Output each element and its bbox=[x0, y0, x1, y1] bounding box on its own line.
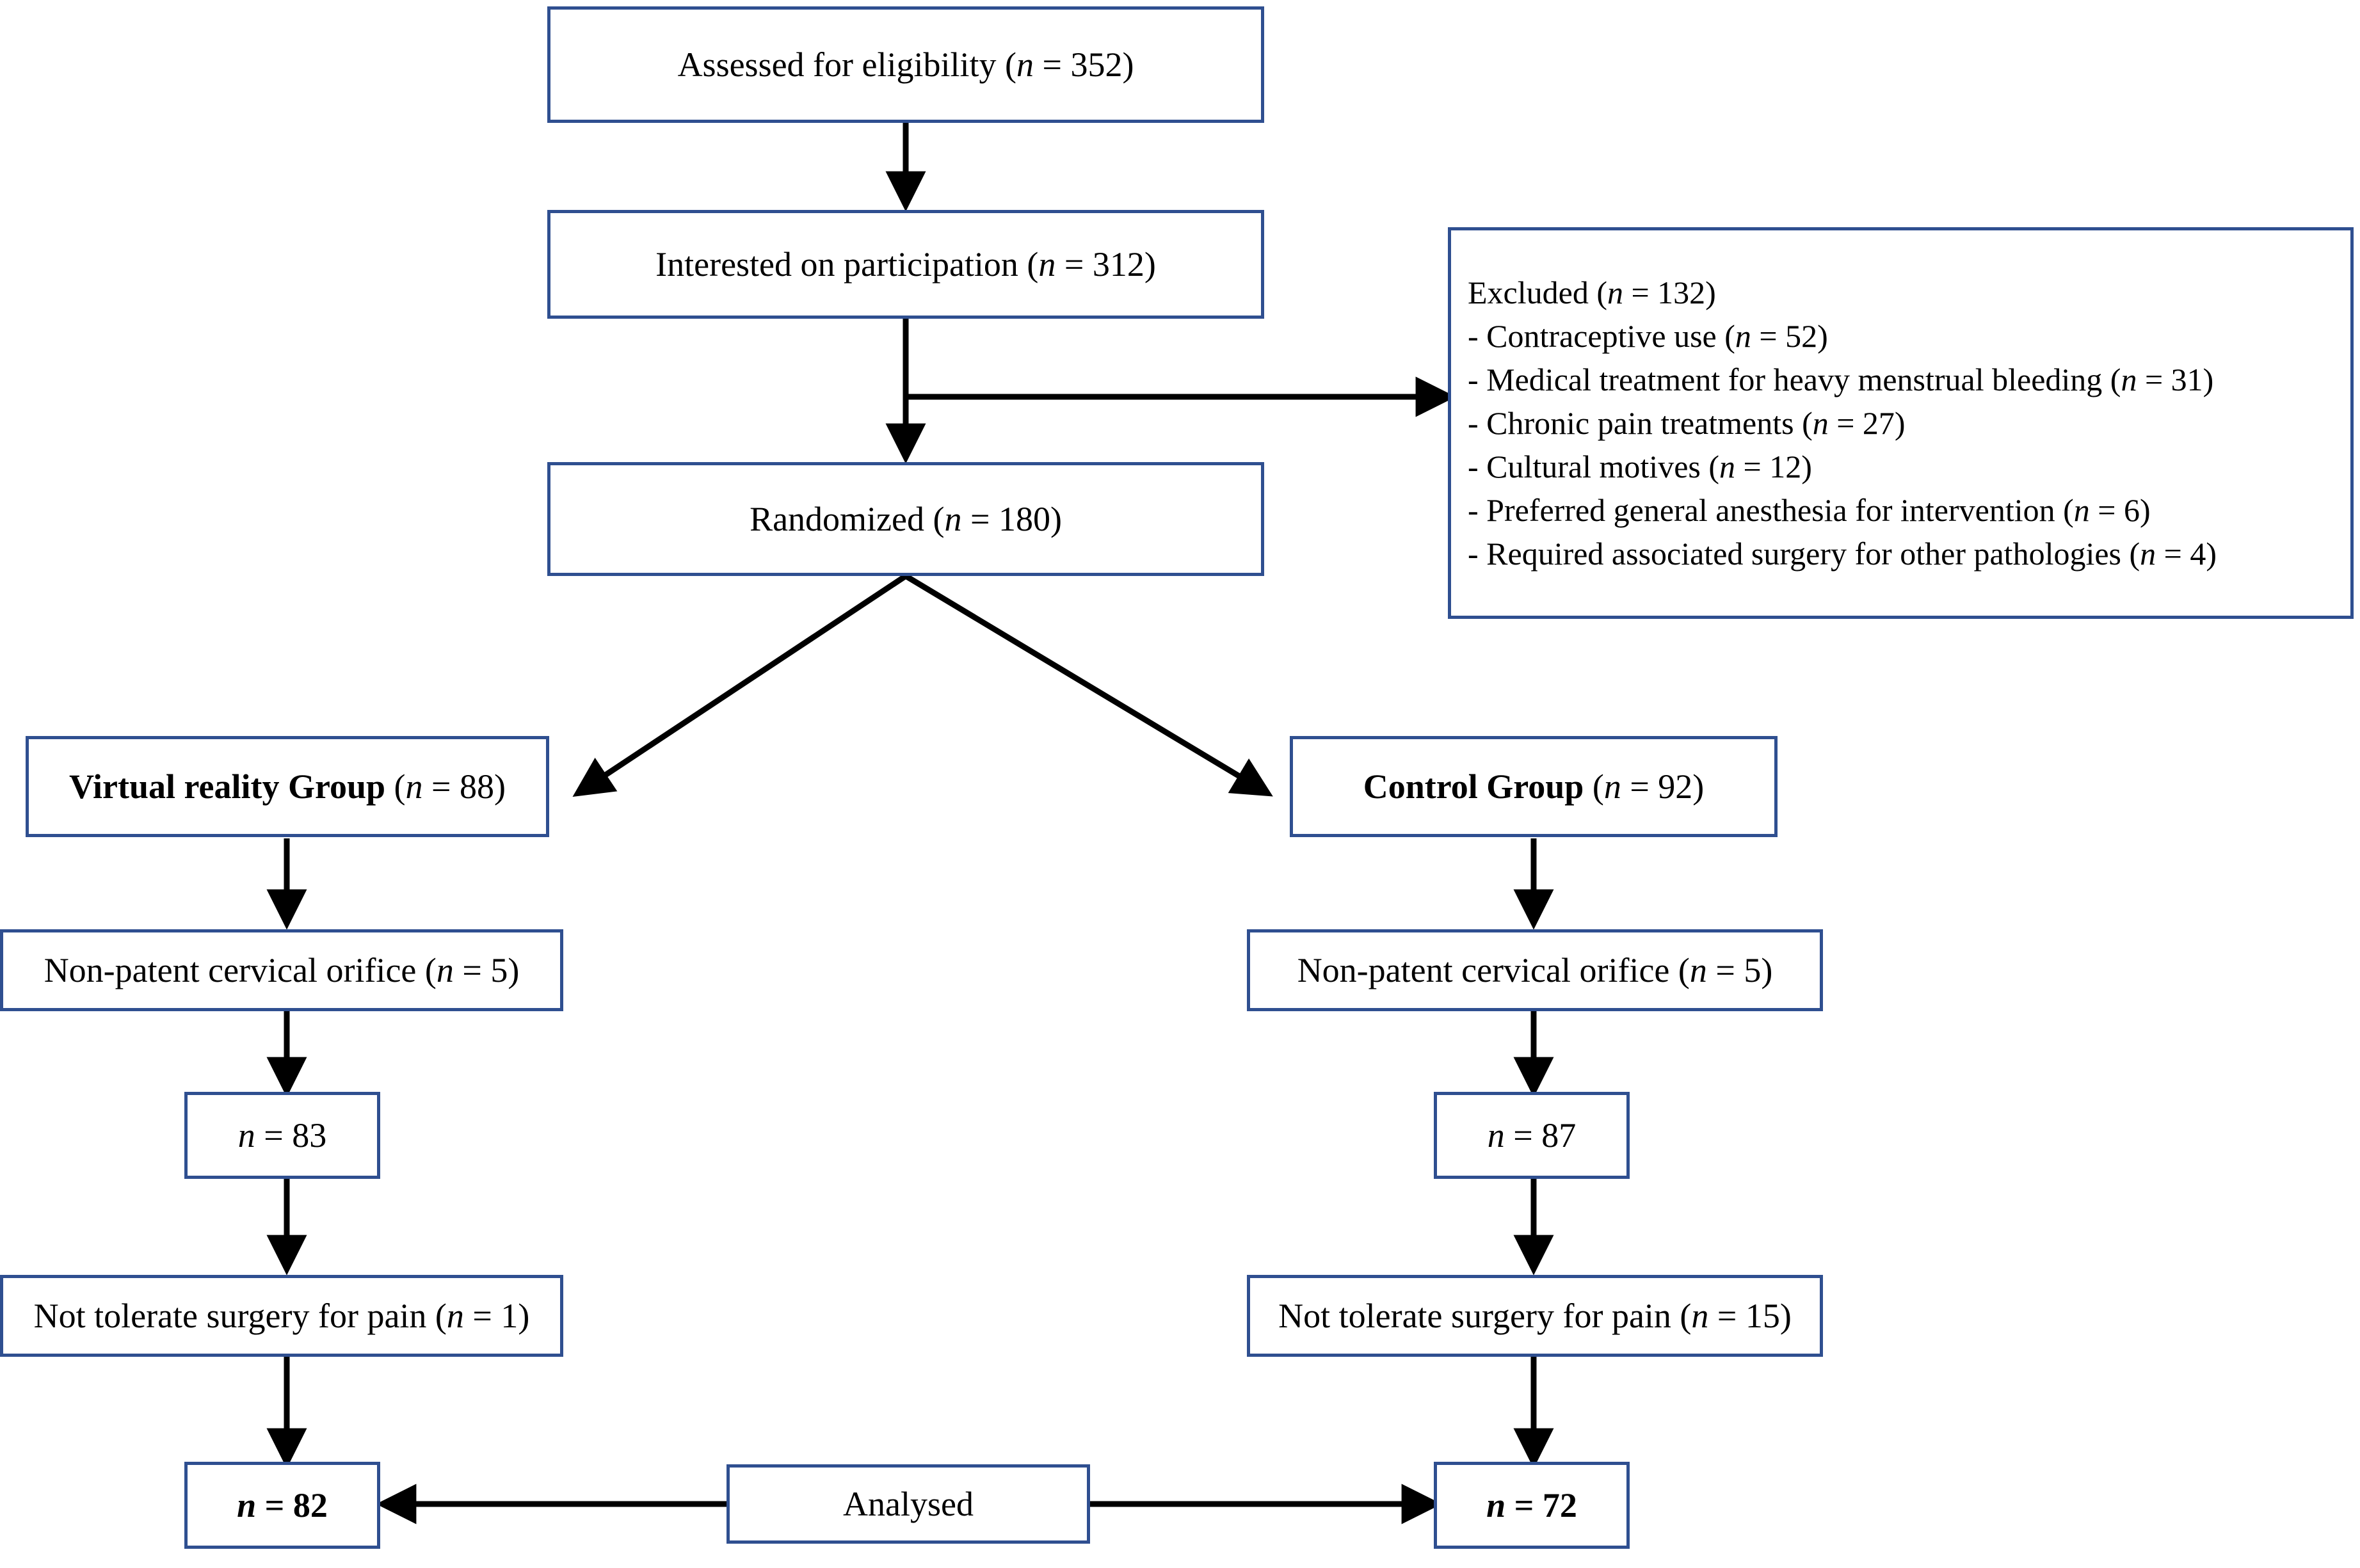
excluded-reason-1: - Medical treatment for heavy menstrual … bbox=[1468, 362, 2214, 397]
node-vr-n83: n = 83 bbox=[184, 1092, 380, 1179]
excluded-heading: Excluded (n = 132) bbox=[1468, 275, 1716, 310]
node-control-not-tolerate-surgery: Not tolerate surgery for pain (n = 15) bbox=[1247, 1275, 1823, 1357]
node-control-n87: n = 87 bbox=[1434, 1092, 1630, 1179]
node-analysed: Analysed bbox=[726, 1464, 1090, 1544]
excluded-reason-3: - Cultural motives (n = 12) bbox=[1468, 449, 1812, 484]
node-vr-n82-analysed: n = 82 bbox=[184, 1462, 380, 1549]
node-randomized: Randomized (n = 180) bbox=[547, 462, 1264, 576]
arrow-randomized-to-control-group bbox=[904, 573, 1273, 797]
control-n72-label: n = 72 bbox=[1486, 1485, 1577, 1524]
randomized-label: Randomized (n = 180) bbox=[750, 499, 1062, 538]
arrow-randomized-to-vr-group bbox=[572, 573, 908, 797]
control-n87-label: n = 87 bbox=[1487, 1116, 1577, 1155]
vr-nottolerate-label: Not tolerate surgery for pain (n = 1) bbox=[33, 1296, 530, 1335]
vr-n82-label: n = 82 bbox=[237, 1485, 328, 1524]
excluded-list: Excluded (n = 132) - Contraceptive use (… bbox=[1451, 271, 2350, 575]
node-control-non-patent-cervical-orifice: Non-patent cervical orifice (n = 5) bbox=[1247, 929, 1823, 1011]
node-vr-group: Virtual reality Group (n = 88) bbox=[26, 736, 549, 837]
excluded-reason-2: - Chronic pain treatments (n = 27) bbox=[1468, 405, 1906, 441]
vr-nonpatent-label: Non-patent cervical orifice (n = 5) bbox=[44, 950, 520, 989]
control-nonpatent-label: Non-patent cervical orifice (n = 5) bbox=[1297, 950, 1773, 989]
node-vr-non-patent-cervical-orifice: Non-patent cervical orifice (n = 5) bbox=[0, 929, 563, 1011]
control-group-label: Control Group (n = 92) bbox=[1363, 767, 1705, 806]
excluded-reason-4: - Preferred general anesthesia for inter… bbox=[1468, 492, 2151, 528]
node-control-group: Control Group (n = 92) bbox=[1290, 736, 1778, 837]
interested-label: Interested on participation (n = 312) bbox=[655, 244, 1156, 284]
analysed-label: Analysed bbox=[843, 1484, 974, 1523]
node-excluded: Excluded (n = 132) - Contraceptive use (… bbox=[1448, 227, 2354, 619]
node-control-n72-analysed: n = 72 bbox=[1434, 1462, 1630, 1549]
assessed-label: Assessed for eligibility (n = 352) bbox=[677, 45, 1134, 84]
control-nottolerate-label: Not tolerate surgery for pain (n = 15) bbox=[1278, 1296, 1792, 1335]
node-interested-on-participation: Interested on participation (n = 312) bbox=[547, 210, 1264, 319]
vr-group-label: Virtual reality Group (n = 88) bbox=[69, 767, 506, 806]
excluded-reason-0: - Contraceptive use (n = 52) bbox=[1468, 318, 1828, 354]
excluded-reason-5: - Required associated surgery for other … bbox=[1468, 536, 2217, 572]
vr-n83-label: n = 83 bbox=[237, 1116, 327, 1155]
node-assessed-for-eligibility: Assessed for eligibility (n = 352) bbox=[547, 6, 1264, 123]
node-vr-not-tolerate-surgery: Not tolerate surgery for pain (n = 1) bbox=[0, 1275, 563, 1357]
